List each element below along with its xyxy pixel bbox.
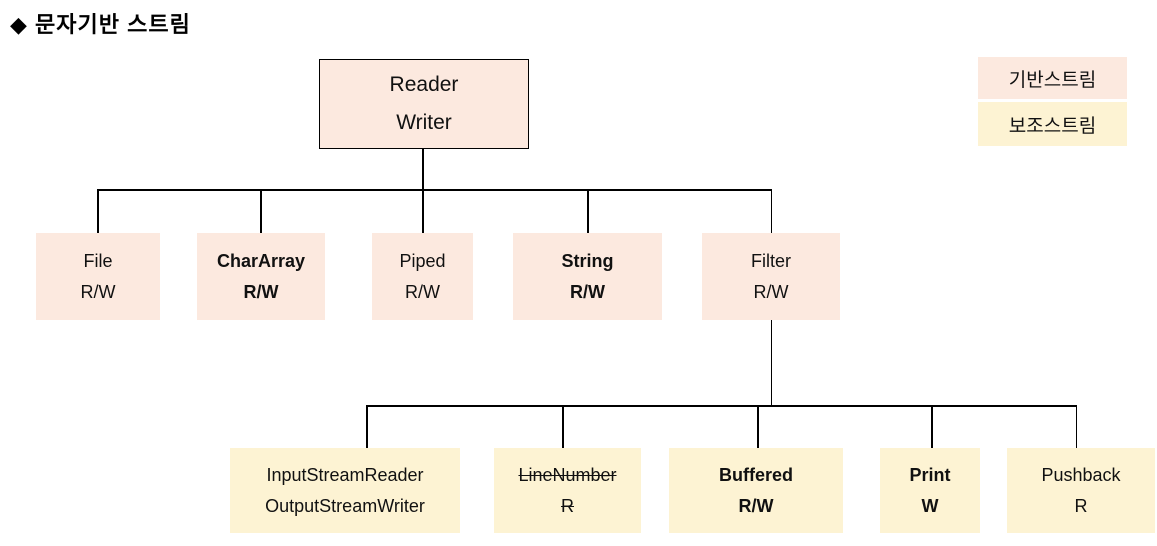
node-filter-rw: Filter R/W: [702, 233, 840, 320]
node-line: Print: [909, 464, 951, 485]
connector-stub-print: [931, 405, 933, 448]
node-line: LineNumber: [518, 464, 617, 485]
node-string-rw: String R/W: [513, 233, 662, 320]
node-line: Pushback: [1041, 464, 1121, 485]
node-line: Writer: [396, 111, 452, 134]
node-line: InputStreamReader: [266, 464, 424, 485]
node-buffered-rw: Buffered R/W: [669, 448, 843, 533]
node-line: Piped: [399, 250, 446, 271]
node-reader-writer: Reader Writer: [319, 59, 529, 149]
node-line: R/W: [570, 281, 605, 302]
node-file-rw: File R/W: [36, 233, 160, 320]
node-line: File: [83, 250, 113, 271]
legend-aux-stream: 보조스트림: [978, 102, 1127, 146]
node-line: Filter: [751, 250, 791, 271]
node-pushback-r: Pushback R: [1007, 448, 1155, 533]
page-title: ◆ 문자기반 스트림: [10, 12, 191, 37]
connector-filter-down: [770, 320, 772, 406]
node-print-w: Print W: [880, 448, 980, 533]
legend-aux-label: 보조스트림: [1008, 115, 1097, 137]
legend: 기반스트림 보조스트림: [978, 57, 1127, 149]
node-line: R: [1074, 495, 1088, 516]
node-line: R/W: [80, 281, 116, 302]
node-line: R/W: [753, 281, 789, 302]
node-linenumber-r: LineNumber R: [494, 448, 641, 533]
connector-stub-file: [97, 189, 99, 233]
node-line: Reader: [389, 73, 459, 96]
node-line: R/W: [738, 495, 774, 516]
legend-base-stream: 기반스트림: [978, 57, 1127, 99]
node-chararray-rw: CharArray R/W: [197, 233, 325, 320]
connector-level3-horizontal: [366, 405, 1077, 407]
connector-stub-filter: [770, 189, 772, 233]
node-inputstreamreader-outputstreamwriter: InputStreamReader OutputStreamWriter: [230, 448, 460, 533]
node-line: CharArray: [216, 250, 306, 271]
connector-level2-horizontal: [97, 189, 772, 191]
node-line: Buffered: [718, 464, 793, 485]
connector-stub-linenumber: [562, 405, 564, 448]
node-line: R: [561, 495, 574, 516]
node-line: R/W: [243, 281, 279, 302]
connector-stub-pushback: [1075, 405, 1077, 448]
connector-stub-chararray: [260, 189, 262, 233]
node-piped-rw: Piped R/W: [372, 233, 473, 320]
node-line: OutputStreamWriter: [265, 495, 425, 516]
node-line: String: [561, 250, 614, 271]
connector-stub-string: [587, 189, 589, 233]
node-line: R/W: [405, 281, 440, 302]
connector-stub-buffered: [757, 405, 759, 448]
node-line: W: [921, 495, 939, 516]
connector-stub-streamreaderwriter: [366, 405, 368, 448]
legend-base-label: 기반스트림: [1008, 69, 1097, 91]
